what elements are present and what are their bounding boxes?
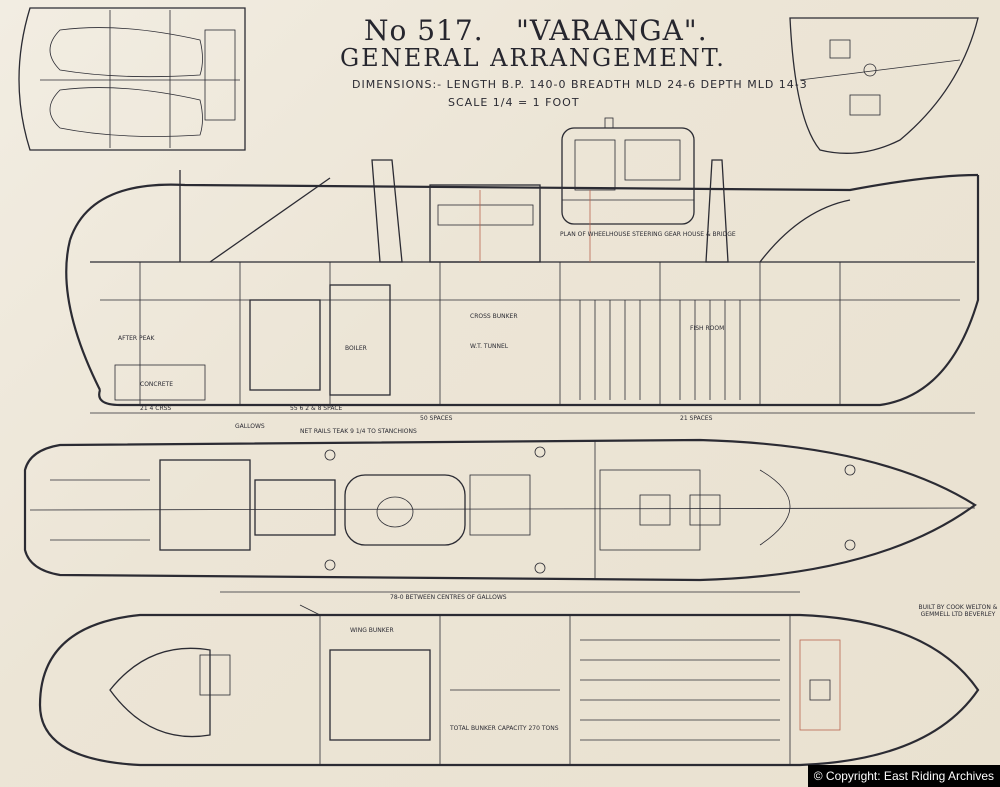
builder-stamp: BUILT BY COOK WELTON & GEMMELL LTD BEVER… bbox=[918, 604, 998, 618]
profile-elevation bbox=[65, 159, 980, 414]
drawing-labels: BOILER CONCRETE AFTER PEAK CROSS BUNKER … bbox=[118, 231, 736, 732]
copyright-banner: © Copyright: East Riding Archives bbox=[807, 765, 1000, 787]
scale-line: SCALE 1/4 = 1 FOOT bbox=[448, 96, 580, 109]
label-total-bunker: TOTAL BUNKER CAPACITY 270 TONS bbox=[449, 725, 559, 732]
label-fish-room: FISH ROOM bbox=[690, 325, 724, 332]
drawing-title: GENERAL ARRANGEMENT. bbox=[340, 44, 726, 72]
label-frames-2: 55 6 2 & 8 SPACE bbox=[290, 405, 343, 412]
label-cross-bunker: CROSS BUNKER bbox=[470, 313, 518, 320]
dimensions-line: DIMENSIONS:- LENGTH B.P. 140-0 BREADTH M… bbox=[352, 78, 808, 91]
boat-deck-plan bbox=[18, 7, 246, 151]
label-plan-wheelhouse: PLAN OF WHEELHOUSE STEERING GEAR HOUSE &… bbox=[560, 231, 736, 238]
label-frames-3: 50 SPACES bbox=[420, 415, 453, 422]
hold-plan bbox=[38, 604, 980, 767]
label-wing-bunker: WING BUNKER bbox=[350, 627, 394, 634]
label-concrete: CONCRETE bbox=[140, 381, 173, 388]
label-between-gallows: 78-0 BETWEEN CENTRES OF GALLOWS bbox=[390, 594, 507, 601]
label-frames-1: 21 4 CRSS bbox=[140, 405, 171, 412]
label-gallows: GALLOWS bbox=[235, 423, 265, 430]
upper-deck-plan bbox=[23, 438, 977, 593]
label-wt-tunnel: W.T. TUNNEL bbox=[470, 343, 509, 350]
forecastle-plan bbox=[789, 17, 979, 154]
wheelhouse-plan bbox=[561, 117, 695, 225]
label-after-peak: AFTER PEAK bbox=[118, 335, 155, 342]
ship-name: "VARANGA". bbox=[516, 14, 708, 47]
label-net-rails: NET RAILS TEAK 9 1/4 TO STANCHIONS bbox=[300, 428, 417, 435]
label-frames-4: 21 SPACES bbox=[680, 415, 713, 422]
drawing-number: No 517. bbox=[364, 14, 484, 47]
label-boiler: BOILER bbox=[345, 345, 367, 352]
